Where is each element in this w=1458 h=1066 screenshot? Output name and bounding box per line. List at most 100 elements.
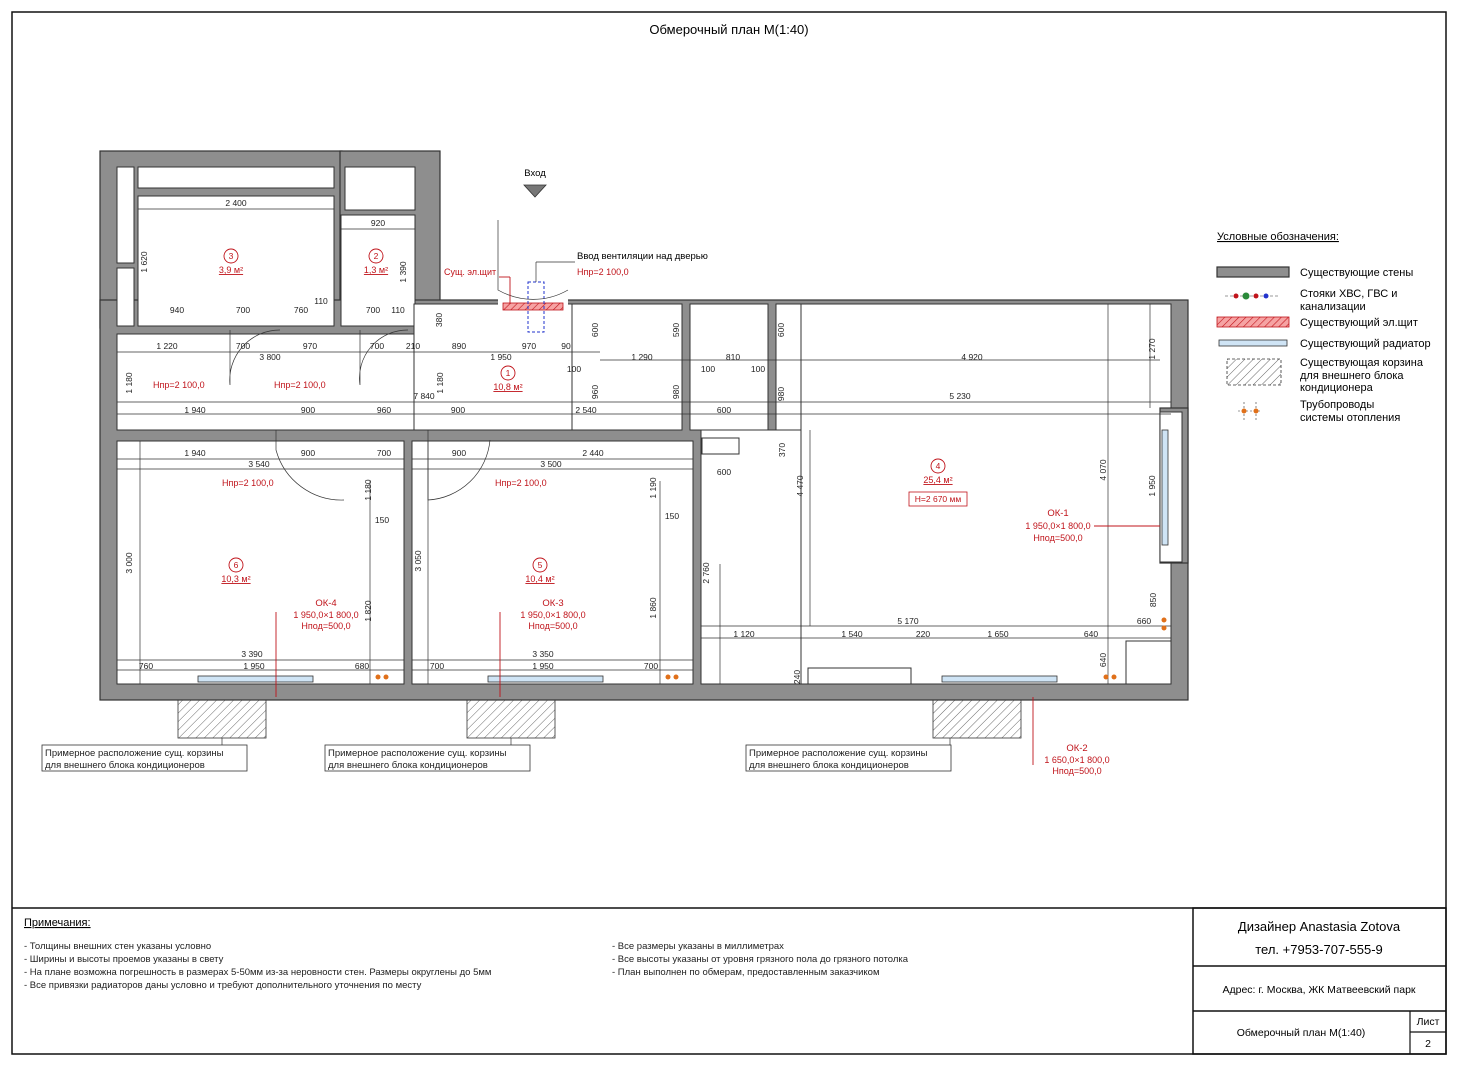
- room-height: Н=2 670 мм: [915, 494, 962, 504]
- legend-item-radiator: Существующий радиатор: [1300, 338, 1431, 350]
- dimension-value: 1 650: [987, 629, 1009, 639]
- room-area: 1,3 м²: [364, 265, 388, 275]
- dimension-value: 5 230: [949, 391, 971, 401]
- shield-label: Сущ. эл.щит: [444, 267, 496, 277]
- dimension-value: 3 390: [241, 649, 263, 659]
- legend-item-walls: Существующие стены: [1300, 267, 1413, 279]
- dimension-value: 5 170: [897, 616, 919, 626]
- basket-note-2b: для внешнего блока кондиционеров: [328, 760, 488, 771]
- dimension-value: 960: [377, 405, 391, 415]
- dimension-value: 980: [671, 385, 681, 399]
- notes-title: Примечания:: [24, 917, 91, 929]
- room-area: 10,4 м²: [525, 574, 554, 584]
- ok1-size: 1 950,0×1 800,0: [1025, 521, 1090, 531]
- room-number-circle: [368, 248, 384, 264]
- ok4-size: 1 950,0×1 800,0: [293, 610, 358, 620]
- dimension-value: 110: [314, 296, 328, 306]
- plan-title: Обмерочный план М(1:40): [649, 22, 808, 37]
- dimension-value: 1 940: [184, 448, 206, 458]
- legend-item-heating-2: системы отопления: [1300, 412, 1400, 424]
- note-left-1: - Толщины внешних стен указаны условно: [24, 941, 211, 952]
- note-right-2: - Все высоты указаны от уровня грязного …: [612, 954, 909, 965]
- dimension-value: 110: [391, 305, 405, 315]
- dimension-value: 1 290: [631, 352, 653, 362]
- dimension-value: 600: [717, 467, 731, 477]
- legend-radiator-swatch: [1218, 339, 1288, 347]
- dimension-value: 640: [1098, 653, 1108, 667]
- room-area: 3,9 м²: [219, 265, 243, 275]
- dimension-value: 1 620: [139, 251, 149, 273]
- title-stamp: Дизайнер Anastasia Zotova тел. +7953-707…: [1192, 907, 1447, 1055]
- dimension-value: 90: [561, 341, 571, 351]
- ok2-size: 1 650,0×1 800,0: [1044, 755, 1109, 765]
- legend-item-basket-3: кондиционера: [1300, 382, 1374, 394]
- hpr-label-top: Нпр=2 100,0: [577, 267, 629, 277]
- room-area: 10,8 м²: [493, 382, 522, 392]
- dimension-value: 680: [355, 661, 369, 671]
- ok3-sill: Нпод=500,0: [528, 621, 577, 631]
- dimension-value: 700: [236, 305, 250, 315]
- dimension-value: 100: [567, 364, 581, 374]
- dimension-value: 1 540: [841, 629, 863, 639]
- dimension-value: 700: [644, 661, 658, 671]
- dimension-value: 1 180: [435, 372, 445, 394]
- dimension-value: 810: [726, 352, 740, 362]
- stamp-sheet-title: Обмерочный план М(1:40): [1237, 1027, 1366, 1039]
- dimension-value: 1 950: [490, 352, 512, 362]
- notes-block: Примечания: - Толщины внешних стен указа…: [24, 917, 909, 991]
- ok1-name: ОК-1: [1047, 508, 1068, 519]
- legend-item-risers: Стояки ХВС, ГВС и: [1300, 288, 1397, 300]
- dimension-value: 4 470: [795, 475, 805, 497]
- hpr-label-3: Нпр=2 100,0: [153, 380, 205, 390]
- note-right-3: - План выполнен по обмерам, предоставлен…: [612, 967, 879, 978]
- stamp-sheet-num: 2: [1425, 1038, 1431, 1050]
- dimension-value: 4 070: [1098, 459, 1108, 481]
- dimension-value: 3 800: [259, 352, 281, 362]
- dimension-value: 920: [371, 218, 385, 228]
- legend-item-basket: Существующая корзина: [1300, 357, 1424, 369]
- dimension-value: 600: [776, 323, 786, 337]
- ok4-name: ОК-4: [315, 598, 336, 609]
- dimension-value: 1 180: [124, 372, 134, 394]
- dimension-value: 220: [916, 629, 930, 639]
- dimension-value: 900: [301, 448, 315, 458]
- dimension-value: 760: [294, 305, 308, 315]
- basket-note-3a: Примерное расположение сущ. корзины: [749, 748, 928, 759]
- dimension-value: 1 390: [398, 261, 408, 283]
- room-area: 10,3 м²: [221, 574, 250, 584]
- dimension-value: 3 540: [248, 459, 270, 469]
- dimension-value: 940: [170, 305, 184, 315]
- dimension-value: 700: [236, 341, 250, 351]
- legend-shield-swatch: [1216, 316, 1290, 328]
- dimension-value: 660: [1137, 616, 1151, 626]
- ok2-sill: Нпод=500,0: [1052, 766, 1101, 776]
- dimension-value: 4 920: [961, 352, 983, 362]
- stamp-designer: Дизайнер Anastasia Zotova: [1238, 919, 1401, 934]
- ok3-name: ОК-3: [542, 598, 563, 609]
- dimension-value: 900: [452, 448, 466, 458]
- legend: Условные обозначения: Существующие стены…: [1216, 231, 1431, 424]
- hpr-label-5: Нпр=2 100,0: [495, 478, 547, 488]
- dimension-value: 1 860: [648, 597, 658, 619]
- dimension-value: 850: [1148, 593, 1158, 607]
- stamp-sheet-label: Лист: [1417, 1016, 1440, 1028]
- hpr-label-2: Нпр=2 100,0: [274, 380, 326, 390]
- legend-wall-swatch: [1216, 266, 1290, 278]
- dimension-value: 1 950: [532, 661, 554, 671]
- dimension-value: 1 120: [733, 629, 755, 639]
- electric-shield: [502, 302, 564, 311]
- dimension-value: 2 760: [701, 562, 711, 584]
- basket-note-1b: для внешнего блока кондиционеров: [45, 760, 205, 771]
- dimension-value: 2 440: [582, 448, 604, 458]
- ok2-name: ОК-2: [1066, 743, 1087, 754]
- room-number-circle: [930, 458, 946, 474]
- dimension-value: 1 190: [648, 477, 658, 499]
- red-annotations: Сущ. эл.щит Ввод вентиляции над дверью Н…: [153, 251, 1160, 776]
- room-number: 4: [936, 461, 941, 471]
- hpr-label-6: Нпр=2 100,0: [222, 478, 274, 488]
- room-number: 6: [234, 560, 239, 570]
- legend-item-risers-2: канализации: [1300, 301, 1366, 313]
- dimension-value: 700: [366, 305, 380, 315]
- dimension-value: 380: [434, 313, 444, 327]
